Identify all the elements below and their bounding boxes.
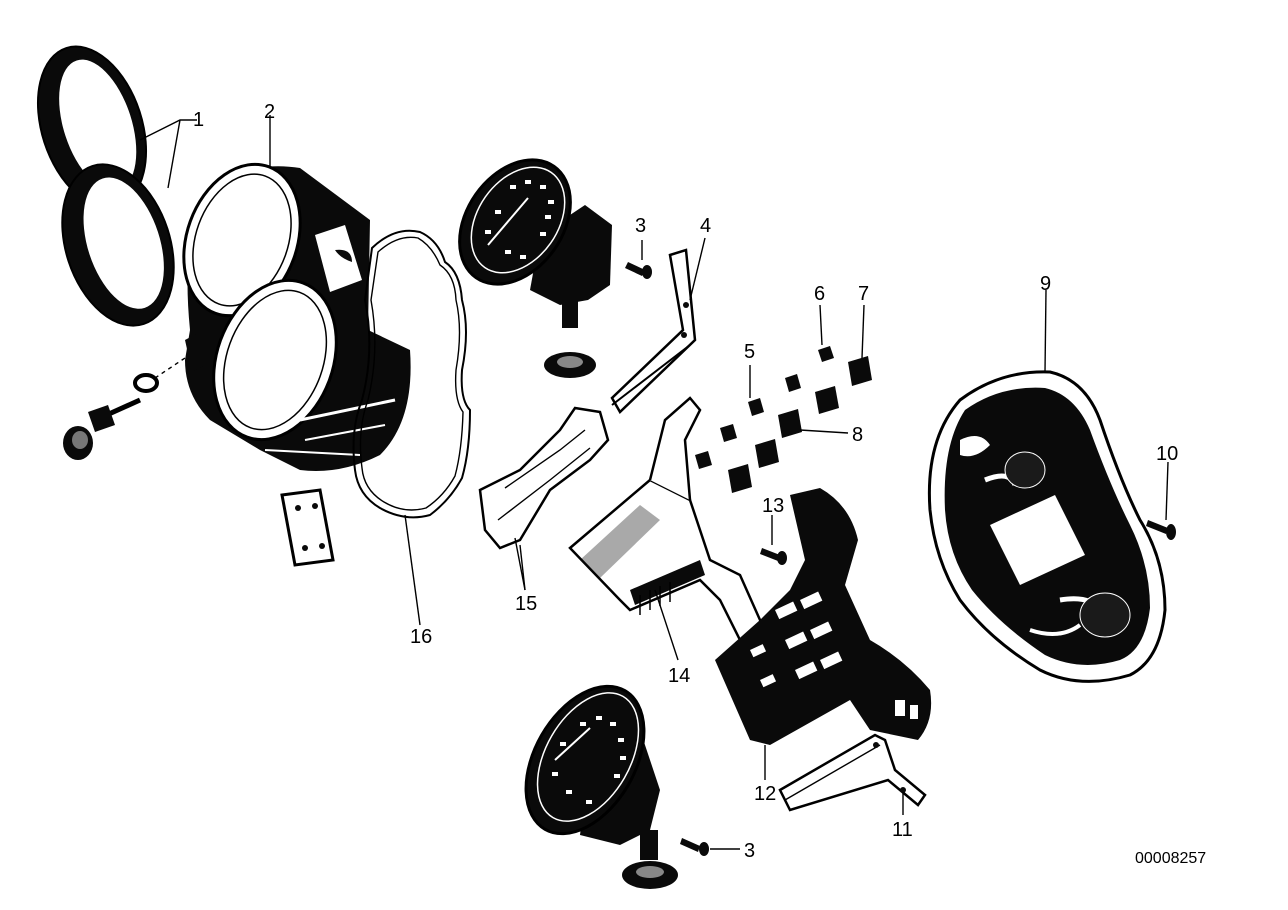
- part-rear-cover-9: [927, 289, 1167, 683]
- callout-3-top: 3: [635, 215, 646, 237]
- callout-2: 2: [264, 101, 275, 123]
- callout-12: 12: [754, 783, 776, 805]
- callout-5: 5: [744, 341, 755, 363]
- part-bracket-top: [610, 237, 706, 415]
- part-side-fastener: [63, 332, 205, 460]
- callout-7: 7: [858, 283, 869, 305]
- callout-3-bottom: 3: [744, 840, 755, 862]
- callout-labels: 1 2 3 4 5 6 7 8 9 10 11 12 13 14 15 16 3: [193, 101, 1178, 862]
- callout-16: 16: [410, 626, 432, 648]
- callout-4: 4: [700, 215, 711, 237]
- callout-8: 8: [852, 424, 863, 446]
- part-screw-10: [1146, 461, 1176, 540]
- part-bulbs-sockets: [695, 304, 872, 493]
- callout-14: 14: [668, 665, 690, 687]
- drawing-reference-number: 00008257: [1135, 850, 1206, 867]
- callout-10: 10: [1156, 443, 1178, 465]
- part-screw-top: [625, 240, 652, 279]
- part-lower-housing-12: [715, 488, 932, 780]
- callout-6: 6: [814, 283, 825, 305]
- callout-13: 13: [762, 495, 784, 517]
- part-bezel-rings: [36, 45, 175, 327]
- callout-11: 11: [892, 819, 913, 841]
- part-gasket: [352, 229, 472, 519]
- part-screw-bottom: [680, 838, 740, 856]
- part-tachometer-lower: [524, 684, 678, 889]
- part-screw-13: [760, 515, 787, 565]
- callout-1: 1: [193, 109, 204, 131]
- part-mounting-plate: [280, 488, 335, 567]
- part-bracket-lower: [778, 733, 927, 815]
- part-instrument-housing: [182, 162, 411, 471]
- leader-lines: [139, 115, 526, 626]
- part-holder-15: [478, 406, 610, 591]
- part-speedometer-top: [458, 158, 612, 378]
- callout-15: 15: [515, 593, 537, 615]
- callout-9: 9: [1040, 273, 1051, 295]
